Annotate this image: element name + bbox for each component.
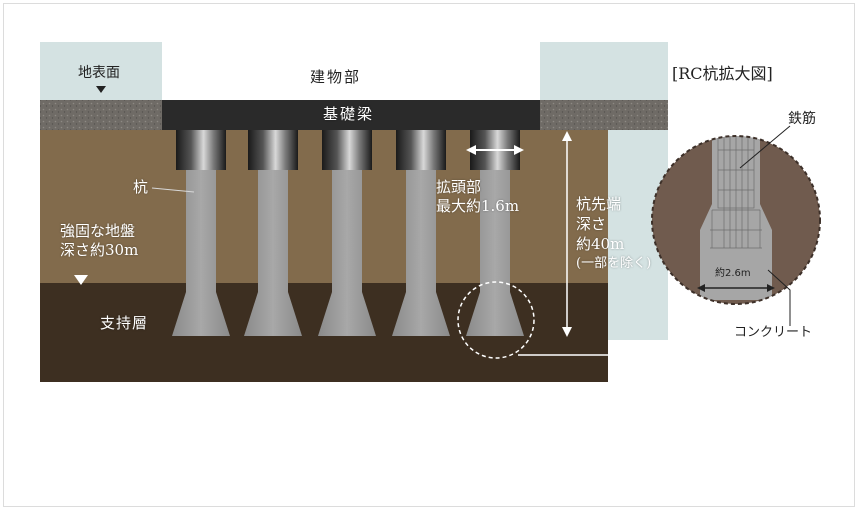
pile-tip-depth-label: 杭先端 深さ 約40m (一部を除く) bbox=[576, 194, 651, 274]
head-width-arrow bbox=[466, 145, 524, 155]
pile-3 bbox=[318, 130, 376, 336]
concrete-label: コンクリート bbox=[734, 325, 813, 340]
depth-text: 深さ bbox=[576, 215, 607, 233]
image-frame bbox=[3, 3, 855, 507]
firm-ground-label: 強固な地盤 深さ約30m bbox=[60, 222, 138, 260]
depth-arrow bbox=[562, 131, 572, 337]
concrete-leader-line bbox=[767, 269, 791, 326]
base-width-label: 約2.6m bbox=[715, 268, 751, 279]
enlarged-head-label: 拡頭部 最大約1.6m bbox=[436, 178, 519, 216]
foundation-beam-label: 基礎梁 bbox=[323, 105, 375, 123]
rc-enlarged-title: [RC杭拡大図] bbox=[672, 64, 773, 83]
right-surface-panel bbox=[540, 42, 668, 100]
pile-label: 杭 bbox=[133, 178, 149, 196]
pile-leader-line bbox=[151, 187, 195, 193]
support-layer-label: 支持層 bbox=[100, 314, 149, 332]
enlarged-head-text: 拡頭部 bbox=[436, 178, 482, 196]
rebar-leader-line bbox=[739, 125, 791, 169]
pile-1 bbox=[172, 130, 230, 336]
foundation-beam bbox=[162, 100, 540, 130]
firm-ground-depth-text: 深さ約30m bbox=[60, 241, 139, 259]
pile-2 bbox=[244, 130, 302, 336]
firm-ground-marker-icon bbox=[74, 275, 88, 285]
rebar-label: 鉄筋 bbox=[788, 111, 816, 127]
depth-value-text: 約40m bbox=[576, 235, 625, 253]
pile-4 bbox=[392, 130, 450, 336]
building-label: 建物部 bbox=[310, 68, 362, 86]
connector-line bbox=[518, 295, 711, 356]
surface-marker-icon bbox=[96, 86, 106, 93]
enlarged-head-size-text: 最大約1.6m bbox=[436, 197, 520, 215]
rc-pile-enlarged-view bbox=[651, 117, 821, 305]
depth-note-text: (一部を除く) bbox=[576, 256, 652, 271]
pile-tip-text: 杭先端 bbox=[576, 195, 622, 213]
base-highlight-circle bbox=[457, 281, 535, 359]
ground-surface-label: 地表面 bbox=[78, 65, 120, 81]
firm-ground-text: 強固な地盤 bbox=[60, 222, 136, 240]
